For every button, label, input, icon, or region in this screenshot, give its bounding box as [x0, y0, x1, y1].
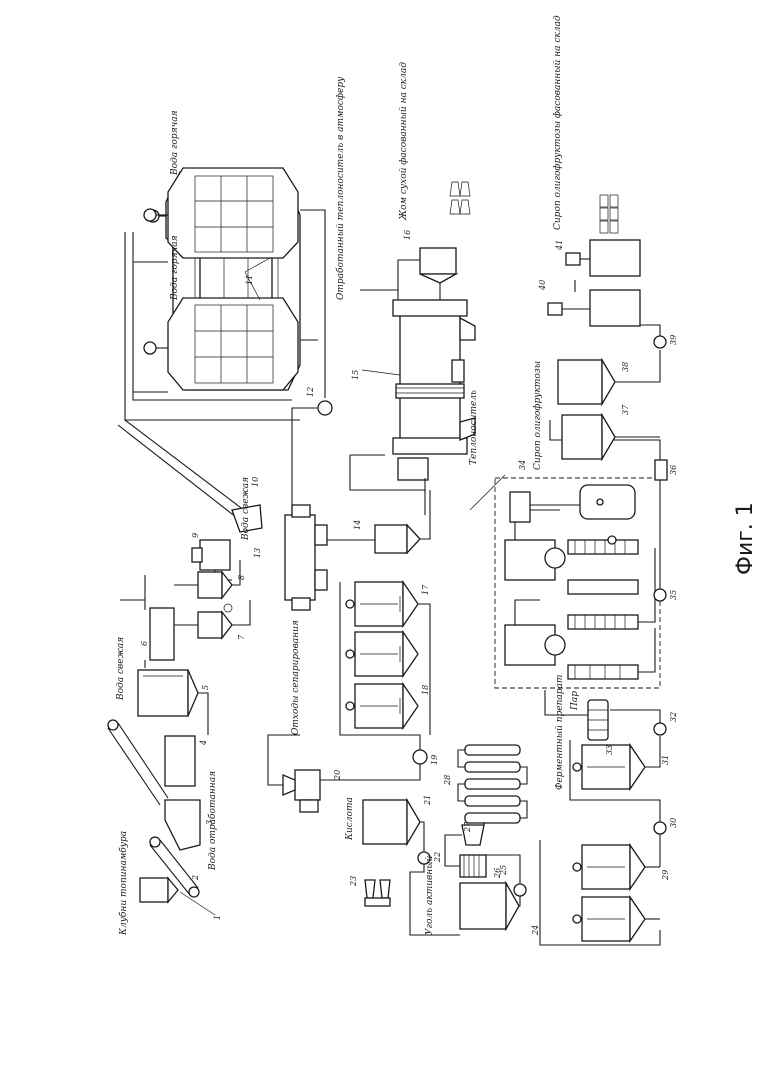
filler-41: 41 — [555, 240, 640, 276]
slicer-6: 6 — [140, 600, 174, 668]
steam: Пар — [570, 691, 580, 711]
reactor-17-b — [346, 632, 418, 676]
extractor-pair — [144, 298, 298, 390]
syrup-tank-37: 37 — [562, 404, 630, 459]
label-21: 21 — [423, 795, 432, 806]
label-6: 6 — [140, 641, 149, 646]
label-8: 8 — [237, 575, 246, 580]
coolant: Теплоноситель — [469, 390, 479, 465]
separation-waste: Отходы сепарирования — [291, 620, 301, 735]
tank-24: 24 — [460, 883, 540, 936]
tank-7: 7 — [198, 612, 246, 640]
washer-3: 3 — [165, 800, 214, 850]
tank-8: 8 — [198, 572, 246, 612]
label-23: 23 — [349, 876, 358, 887]
label-16: 16 — [403, 230, 412, 240]
carbon: Уголь активный — [425, 855, 435, 935]
flow-sheet: 11 12 Вода горячая Вода горячая 10 Вода … — [108, 15, 678, 945]
filter-27: 27 — [462, 821, 484, 845]
label-31: 31 — [661, 755, 670, 765]
ion-columns-28: 28 — [443, 745, 527, 823]
water-hot-2: Вода горячая — [170, 235, 180, 301]
label-37: 37 — [621, 404, 630, 415]
water-fresh-2: Вода свежая — [241, 477, 251, 541]
label-29: 29 — [661, 870, 670, 881]
label-18: 18 — [421, 685, 430, 695]
reactor-17-a — [346, 582, 418, 626]
label-7: 7 — [237, 634, 246, 640]
label-20: 20 — [333, 770, 342, 781]
tank-21: 21 — [363, 795, 432, 844]
figure-caption: Фиг. 1 — [733, 502, 758, 575]
label-10: 10 — [251, 477, 260, 487]
label-38: 38 — [621, 362, 630, 372]
cooler-36: 36 — [655, 460, 678, 480]
hopper-14: 14 — [353, 520, 420, 553]
reactor-29-a — [573, 845, 645, 889]
label-2: 2 — [191, 875, 200, 881]
tubers: Клубни топинамбура — [118, 831, 129, 936]
pump-35 — [654, 589, 666, 601]
water-hot-1: Вода горячая — [170, 110, 180, 176]
pump-12 — [318, 401, 332, 415]
label-41: 41 — [555, 240, 564, 251]
label-14: 14 — [353, 520, 362, 530]
filter-26: 26 — [460, 855, 502, 879]
water-fresh-1: Вода свежая — [116, 637, 126, 701]
water-spent: Вода отработанная — [207, 771, 218, 871]
label-33: 33 — [605, 745, 614, 755]
syrup: Сироп олигофруктозы — [533, 361, 543, 470]
label-13: 13 — [253, 548, 262, 558]
label-34: 34 — [518, 460, 527, 470]
syrup-packed: Сироп олигофруктозы фасованный на склад — [553, 15, 563, 230]
label-32: 32 — [669, 712, 678, 722]
conveyor-4: 4 — [108, 720, 208, 805]
label-36: 36 — [669, 465, 678, 475]
label-40: 40 — [538, 280, 547, 291]
syrup-bottles — [600, 195, 618, 233]
label-39: 39 — [669, 335, 678, 345]
label-30: 30 — [669, 818, 678, 828]
label-1: 1 — [213, 915, 222, 920]
pump-39 — [654, 336, 666, 348]
pulp-bags — [450, 182, 470, 214]
label-26: 26 — [493, 868, 502, 879]
enzyme: Ферментный препарат — [555, 675, 565, 790]
cyclone-16: 16 — [398, 230, 456, 300]
drum-dryer-15: 15 — [351, 300, 475, 480]
label-4: 4 — [199, 740, 208, 746]
acid: Кислота — [345, 797, 355, 841]
filter-23: 23 — [349, 876, 390, 906]
label-24: 24 — [531, 925, 540, 936]
filler-40: 40 — [538, 280, 640, 326]
coolant-spent: Отработанный теплоноситель в атмосферу — [335, 76, 346, 300]
evaporator-34: 34 — [470, 460, 660, 688]
label-35: 35 — [669, 590, 678, 600]
label-5: 5 — [201, 685, 210, 690]
reactor-29-b — [573, 897, 645, 941]
reactor-18: 18 — [346, 684, 430, 728]
pump-32 — [654, 723, 666, 735]
press-13: 13 — [253, 505, 327, 610]
dry-pulp: Жом сухой фасованный на склад — [399, 62, 409, 221]
label-15: 15 — [351, 370, 360, 380]
label-17: 17 — [421, 584, 430, 595]
pump-30 — [654, 822, 666, 834]
label-9: 9 — [191, 533, 200, 538]
pump-19 — [413, 750, 427, 764]
label-19: 19 — [430, 755, 439, 765]
separator-20: 20 — [283, 770, 342, 812]
pump-25 — [514, 884, 526, 896]
label-28: 28 — [443, 775, 452, 786]
label-12: 12 — [306, 387, 315, 397]
